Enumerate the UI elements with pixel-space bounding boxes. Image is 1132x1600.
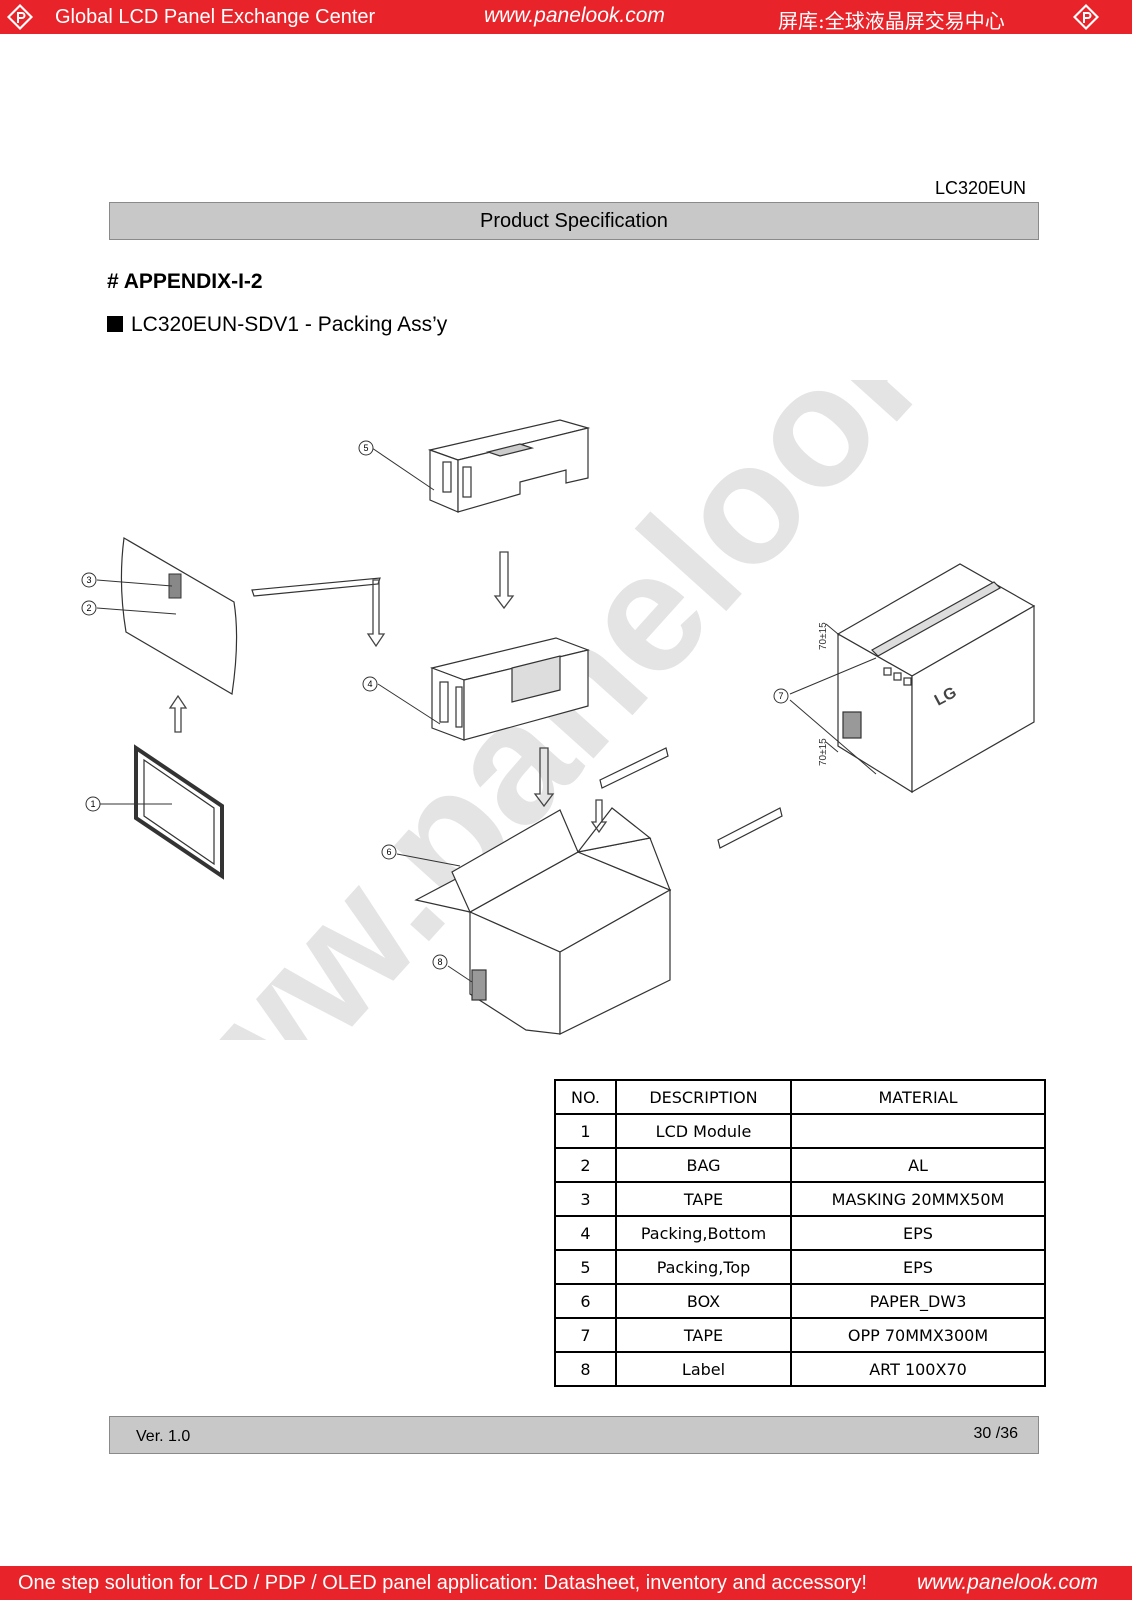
table-cell: OPP 70MMX300M [790, 1317, 1046, 1353]
table-cell: TAPE [615, 1317, 792, 1353]
table-cell: ART 100X70 [790, 1351, 1046, 1387]
callout-5-text: 5 [363, 443, 368, 453]
table-cell: PAPER_DW3 [790, 1283, 1046, 1319]
table-cell: Label [615, 1351, 792, 1387]
table-header-row: NO. DESCRIPTION MATERIAL [554, 1079, 1046, 1115]
callout-8-text: 8 [437, 957, 442, 967]
table-cell: 6 [554, 1283, 617, 1319]
table-row: 1 LCD Module [554, 1113, 1046, 1149]
header-cell: NO. [554, 1079, 617, 1115]
table-cell: 7 [554, 1317, 617, 1353]
panelook-logo-icon [7, 4, 33, 30]
top-banner: Global LCD Panel Exchange Center www.pan… [0, 0, 1132, 34]
callout-5: 5 [358, 440, 374, 456]
tape-strip [251, 577, 381, 597]
header-left-text: Global LCD Panel Exchange Center [55, 6, 376, 28]
callout-8: 8 [432, 954, 448, 970]
table-cell: 4 [554, 1215, 617, 1251]
table-row: 8 Label ART 100X70 [554, 1351, 1046, 1387]
table-cell: EPS [790, 1249, 1046, 1285]
table-row: 2 BAG AL [554, 1147, 1046, 1183]
arrow-icon [168, 694, 188, 733]
bottom-url-link[interactable]: www.panelook.com [917, 1571, 1098, 1594]
table-cell: 5 [554, 1249, 617, 1285]
spec-title-bar: Product Specification [109, 202, 1039, 240]
lcd-module-part [134, 744, 224, 880]
parts-table: NO. DESCRIPTION MATERIAL 1 LCD Module 2 … [554, 1079, 1046, 1387]
bottom-banner-text: One step solution for LCD / PDP / OLED p… [18, 1572, 867, 1594]
arrow-icon [493, 551, 515, 610]
callout-1: 1 [85, 796, 101, 812]
callout-7-text: 7 [778, 691, 783, 701]
callout-2: 2 [81, 600, 97, 616]
callout-2-text: 2 [86, 603, 91, 613]
table-cell: AL [790, 1147, 1046, 1183]
tape-strip [599, 747, 669, 789]
table-cell: Packing,Top [615, 1249, 792, 1285]
table-row: 4 Packing,Bottom EPS [554, 1215, 1046, 1251]
table-cell: 1 [554, 1113, 617, 1149]
dimension-label: 70±15 [818, 738, 829, 766]
callout-4: 4 [362, 676, 378, 692]
dimension-label: 70±15 [818, 622, 829, 650]
packing-bottom-part [429, 637, 591, 741]
header-cell: MATERIAL [790, 1079, 1046, 1115]
table-cell: MASKING 20MMX50M [790, 1181, 1046, 1217]
table-cell: Packing,Bottom [615, 1215, 792, 1251]
table-cell: BOX [615, 1283, 792, 1319]
table-cell: 8 [554, 1351, 617, 1387]
section-title-text: LC320EUN-SDV1 - Packing Ass’y [131, 313, 448, 336]
page-number: 30 /36 [973, 1425, 1018, 1442]
callout-7: 7 [773, 688, 789, 704]
table-cell: 2 [554, 1147, 617, 1183]
callout-6-text: 6 [386, 847, 391, 857]
table-cell: TAPE [615, 1181, 792, 1217]
bottom-banner: One step solution for LCD / PDP / OLED p… [0, 1566, 1132, 1600]
panelook-logo-icon [1073, 4, 1099, 30]
model-number: LC320EUN [935, 178, 1027, 198]
table-cell: BAG [615, 1147, 792, 1183]
table-cell: LCD Module [615, 1113, 792, 1149]
arrow-icon [590, 799, 608, 834]
section-title: LC320EUN-SDV1 - Packing Ass’y [107, 313, 447, 337]
table-row: 3 TAPE MASKING 20MMX50M [554, 1181, 1046, 1217]
closed-box-part [836, 563, 1036, 794]
arrow-icon [533, 747, 555, 808]
header-right-text: 屏库:全球液晶屏交易中心 [778, 9, 1005, 33]
arrow-icon [366, 579, 386, 648]
callout-3-text: 3 [86, 575, 91, 585]
header-cell: DESCRIPTION [615, 1079, 792, 1115]
tape-strip [717, 807, 783, 849]
callout-4-text: 4 [367, 679, 372, 689]
callout-6: 6 [381, 844, 397, 860]
table-row: 5 Packing,Top EPS [554, 1249, 1046, 1285]
footer-bar: Ver. 1.0 30 /36 [109, 1416, 1039, 1454]
packing-top-part [427, 419, 591, 513]
box-part [414, 807, 672, 1035]
box-label-part [471, 969, 487, 1001]
appendix-title: # APPENDIX-I-2 [107, 270, 263, 293]
header-url-link[interactable]: www.panelook.com [484, 4, 665, 27]
table-cell: EPS [790, 1215, 1046, 1251]
table-row: 6 BOX PAPER_DW3 [554, 1283, 1046, 1319]
version-label: Ver. 1.0 [136, 1428, 191, 1445]
bullet-square-icon [107, 316, 123, 332]
packing-assembly-drawing: www.panelook.com [46, 380, 1132, 1040]
callout-1-text: 1 [90, 799, 95, 809]
table-cell: 3 [554, 1181, 617, 1217]
callout-3: 3 [81, 572, 97, 588]
table-row: 7 TAPE OPP 70MMX300M [554, 1317, 1046, 1353]
table-cell [790, 1113, 1046, 1149]
bag-part [120, 537, 238, 695]
